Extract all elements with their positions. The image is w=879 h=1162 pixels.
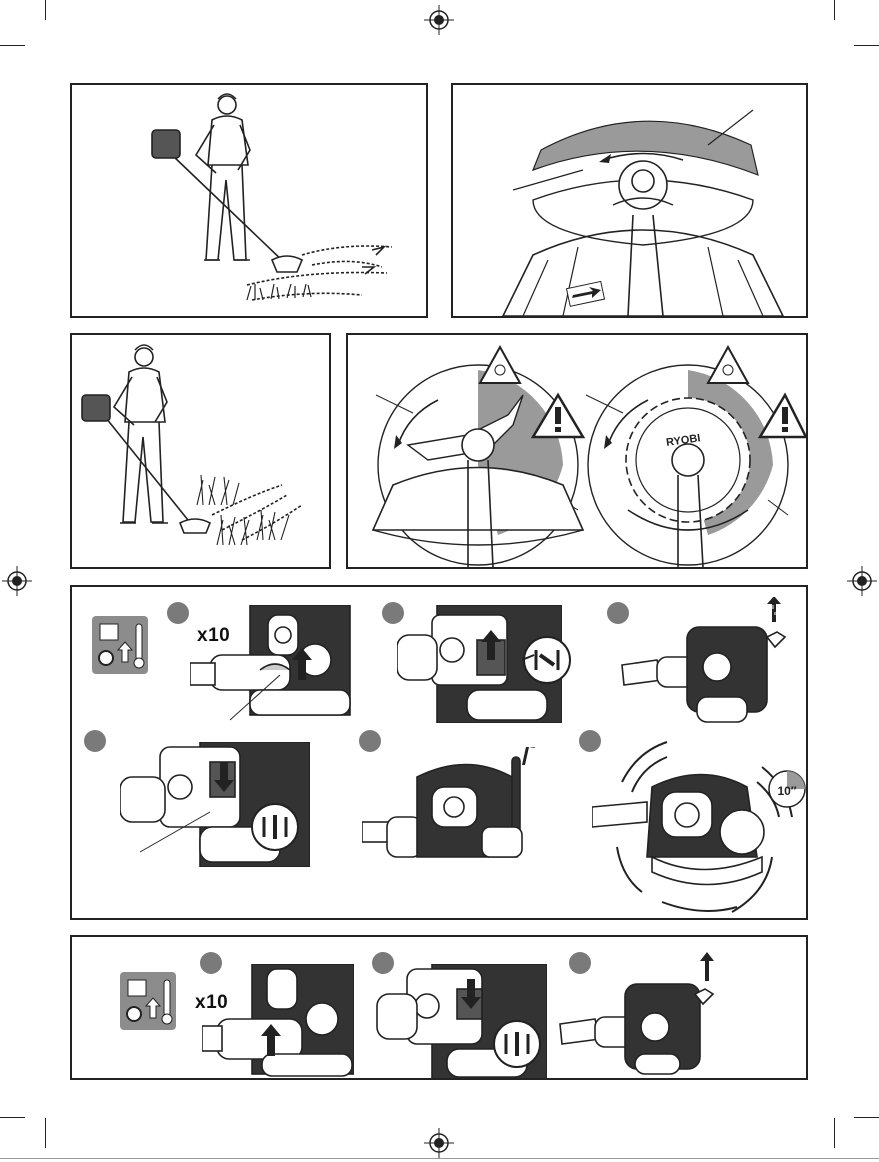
cutting-zone-illustration (453, 85, 806, 316)
operator-brush-illustration (72, 335, 329, 567)
cold-start-icon (92, 616, 148, 674)
crop-mark (854, 1117, 879, 1118)
panel-warm-start: x10 (70, 935, 808, 1080)
panel-trimming-operator (70, 83, 428, 318)
crop-mark (45, 1118, 46, 1148)
panel-cutting-zone (451, 83, 808, 318)
step-badge-4 (84, 730, 106, 752)
crop-mark (45, 0, 46, 20)
footer-line (0, 1158, 879, 1159)
panel-brush-operator (70, 333, 331, 569)
warning-triangle-icon (708, 347, 748, 383)
choke-closed-icon (522, 635, 572, 685)
choke-open-icon (250, 802, 300, 852)
choke-open-icon (492, 1019, 542, 1069)
step-badge-1 (167, 602, 189, 624)
warm-start-icon (120, 972, 176, 1030)
registration-mark-icon (847, 566, 877, 596)
primer-bulb-illustration (202, 964, 354, 1080)
kickback-zones-illustration: RYOBI (348, 335, 806, 567)
crop-mark (854, 45, 879, 46)
pull-starter-illustration (617, 597, 802, 725)
engine-warmup-illustration (592, 737, 807, 917)
operator-trimming-illustration (72, 85, 426, 316)
panel-cold-start: x10 (70, 585, 808, 920)
registration-mark-icon (424, 5, 454, 35)
warning-triangle-icon (760, 395, 806, 437)
crop-mark (834, 0, 835, 20)
panel-kickback-zones: RYOBI (346, 333, 808, 569)
registration-mark-icon (2, 566, 32, 596)
registration-mark-icon (424, 1128, 454, 1158)
crop-mark (0, 1117, 25, 1118)
crop-mark (0, 45, 25, 46)
timer-label: 10″ (777, 784, 796, 798)
second-pull-illustration (362, 747, 572, 872)
primer-bulb-illustration (190, 605, 352, 723)
crop-mark (834, 1118, 835, 1148)
timer-icon: 10″ (767, 769, 807, 809)
pull-starter-illustration (555, 949, 725, 1077)
